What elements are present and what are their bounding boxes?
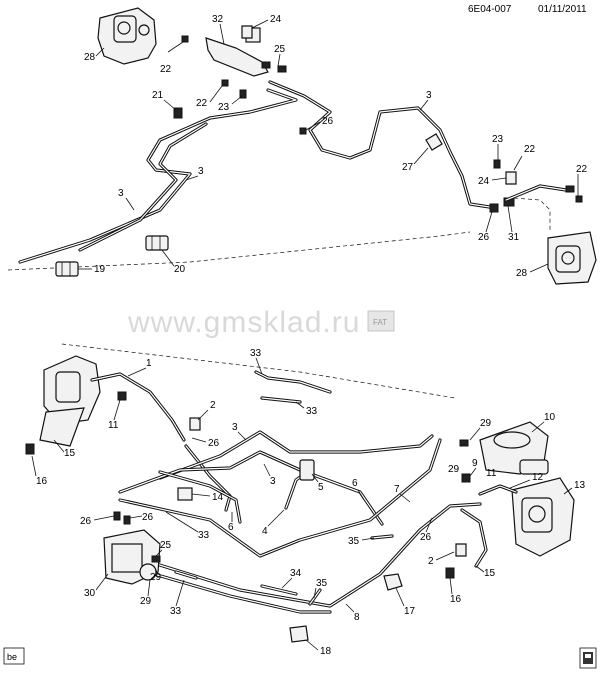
line-clip-19 [55, 261, 79, 277]
callout-17: 17 [404, 606, 416, 617]
line-fittings-rear [299, 127, 515, 213]
callout-22c: 22 [524, 144, 536, 155]
callout-32: 32 [212, 14, 224, 25]
callout-3d: 3 [232, 422, 238, 433]
callout-28b: 28 [516, 268, 528, 279]
callout-25b: 25 [160, 540, 172, 551]
callout-29c: 29 [480, 418, 492, 429]
callout-2b: 2 [428, 556, 434, 567]
rear-caliper-left [97, 7, 157, 65]
corner-tag: be [3, 647, 25, 665]
callout-26: 26 [322, 116, 334, 127]
callout-29b: 29 [140, 596, 152, 607]
callout-4: 4 [262, 526, 268, 537]
callout-14: 14 [212, 492, 224, 503]
callout-18: 18 [320, 646, 332, 657]
rear-caliper-link [513, 197, 551, 230]
callout-8: 8 [354, 612, 360, 623]
callout-6b: 6 [228, 522, 234, 533]
callout-19: 19 [94, 264, 106, 275]
callout-33b: 33 [306, 406, 318, 417]
callout-26e: 26 [142, 512, 154, 523]
callout-29d: 29 [448, 464, 460, 475]
flexible-hoses [284, 459, 315, 510]
callout-24b: 24 [478, 176, 490, 187]
callout-1: 1 [146, 358, 152, 369]
line-clip-21 [173, 107, 183, 119]
callout-34: 34 [290, 568, 302, 579]
section-divider [7, 231, 471, 271]
callout-35a: 35 [348, 536, 360, 547]
callout-16a: 16 [36, 476, 48, 487]
callout-27: 27 [402, 162, 414, 173]
svg-text:FAT: FAT [373, 318, 387, 327]
svg-text:be: be [7, 652, 17, 662]
callout-31: 31 [508, 232, 520, 243]
rear-brake-line [18, 80, 498, 264]
callout-33a: 33 [250, 348, 262, 359]
callout-29a: 29 [150, 572, 162, 583]
callout-6a: 6 [352, 478, 358, 489]
watermark-text: www.gmsklad.ru [127, 306, 360, 339]
callout-3c: 3 [118, 188, 124, 199]
callout-23b: 23 [492, 134, 504, 145]
callout-22: 22 [160, 64, 172, 75]
callout-2a: 2 [210, 400, 216, 411]
front-brake-hose-right [460, 484, 518, 568]
line-clips-front [177, 417, 467, 643]
callout-11b: 11 [486, 468, 497, 479]
abs-module [103, 511, 161, 585]
callout-labels: 32 24 28 22 25 21 22 23 3 26 27 23 22 22… [31, 14, 588, 657]
callout-10: 10 [544, 412, 556, 423]
callout-13: 13 [574, 480, 586, 491]
callout-3b: 3 [198, 166, 204, 177]
bleeder-valve-left [167, 35, 189, 53]
callout-3: 3 [426, 90, 432, 101]
front-caliper-left [25, 355, 127, 455]
callout-15a: 15 [64, 448, 76, 459]
callout-26b: 26 [478, 232, 490, 243]
callout-11a: 11 [108, 420, 119, 431]
callout-30: 30 [84, 588, 96, 599]
callout-22d: 22 [576, 164, 588, 175]
callout-33c: 33 [198, 530, 210, 541]
diagram-date: 01/11/2011 [538, 4, 587, 15]
callout-21: 21 [152, 90, 164, 101]
callout-25: 25 [274, 44, 286, 55]
rear-caliper-right [547, 231, 597, 285]
callout-35b: 35 [316, 578, 328, 589]
section-divider-lower [61, 343, 456, 399]
diagram-id: 6E04-007 [468, 4, 512, 15]
callout-28: 28 [84, 52, 96, 63]
callout-22b: 22 [196, 98, 208, 109]
callout-15b: 15 [484, 568, 496, 579]
callout-26c: 26 [208, 438, 220, 449]
master-cylinder [459, 421, 549, 475]
front-brake-hose-left [90, 372, 186, 442]
callout-26d: 26 [80, 516, 92, 527]
rear-hose-right [493, 159, 583, 203]
hose-clip-top [241, 25, 253, 39]
short-brake-lines [158, 370, 394, 606]
callout-12: 12 [532, 472, 544, 483]
callout-33d: 33 [170, 606, 182, 617]
front-brake-lines [118, 430, 482, 614]
callout-7: 7 [394, 484, 400, 495]
callout-26f: 26 [420, 532, 432, 543]
callout-23: 23 [218, 102, 230, 113]
front-caliper-right [445, 473, 575, 579]
watermark-badge: FAT [367, 310, 395, 332]
callout-16b: 16 [450, 594, 462, 605]
line-clip-20 [145, 235, 169, 251]
callout-5: 5 [318, 482, 324, 493]
callout-3e: 3 [270, 476, 276, 487]
callout-24: 24 [270, 14, 282, 25]
callout-20: 20 [174, 264, 186, 275]
view-orientation-icon [579, 647, 597, 669]
callout-9: 9 [472, 458, 478, 469]
